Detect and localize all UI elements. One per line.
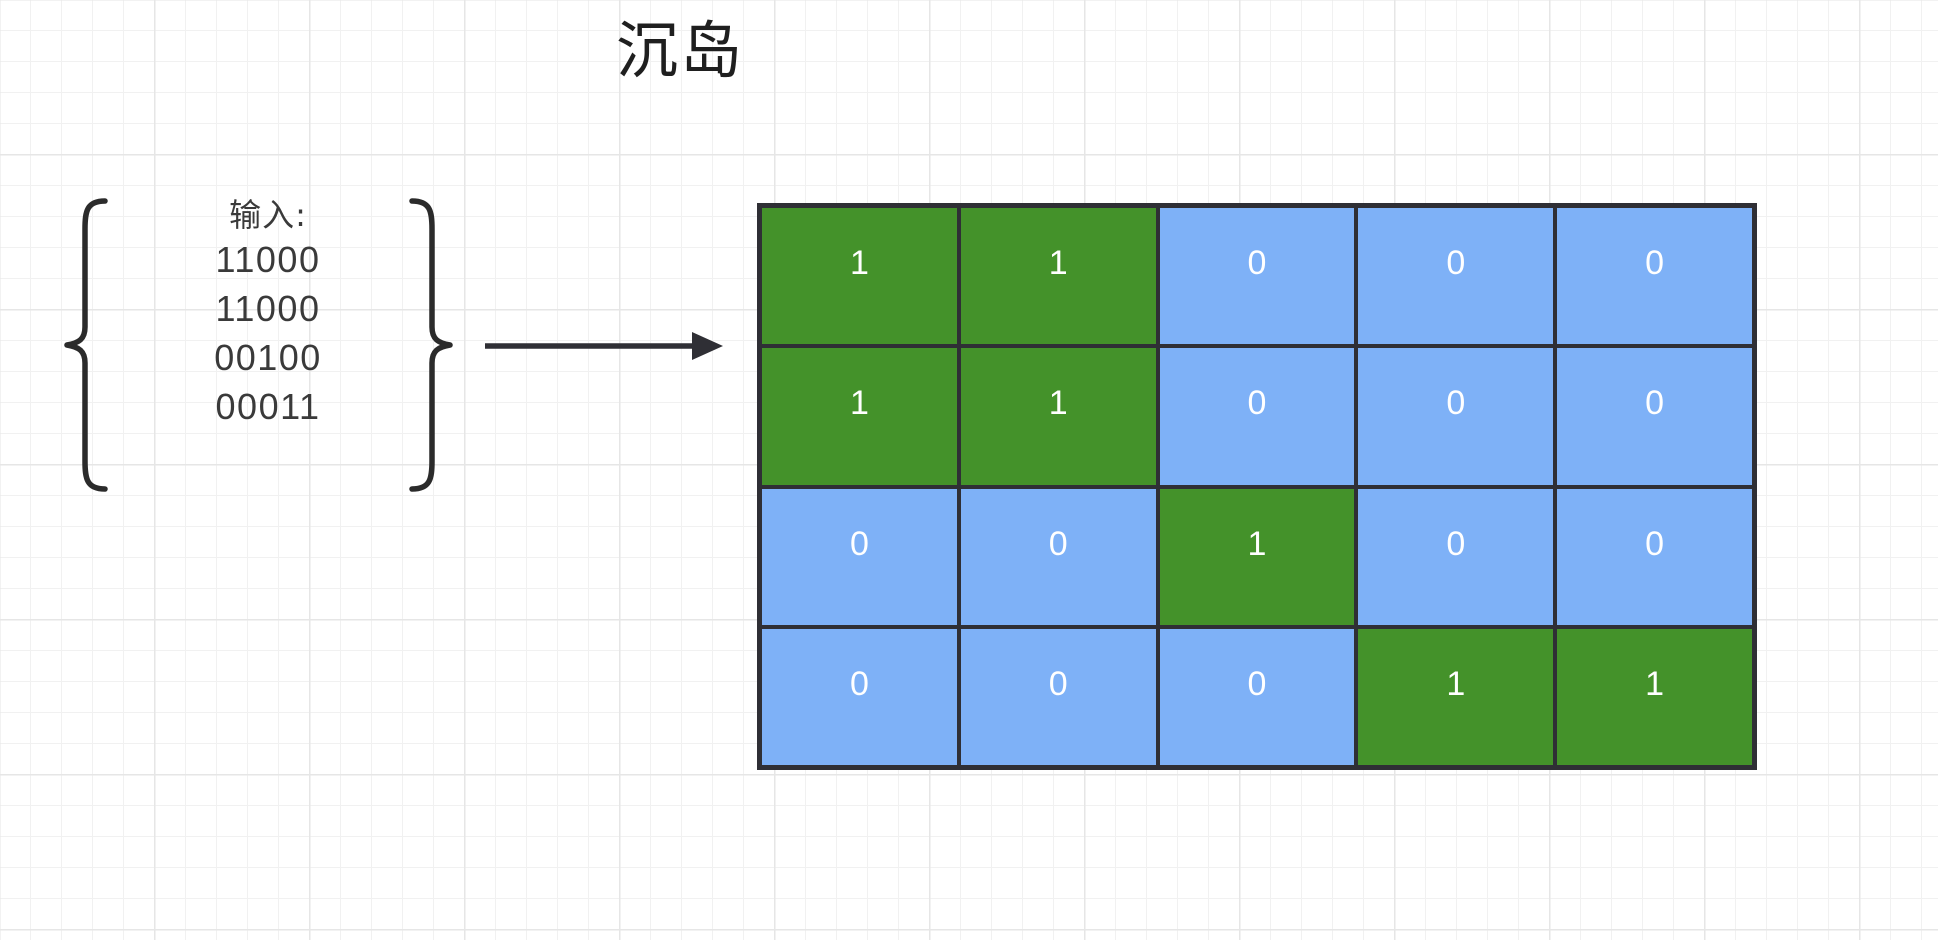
matrix-cell-r1-c2[interactable]: 0	[1159, 348, 1355, 485]
matrix-cell-r0-c2[interactable]: 0	[1159, 208, 1355, 345]
input-text-block: 输入: 11000 11000 00100 00011	[143, 195, 393, 431]
matrix-cell-r2-c0[interactable]: 0	[762, 488, 957, 625]
input-group: 输入: 11000 11000 00100 00011	[55, 195, 475, 495]
matrix-cell-r1-c1[interactable]: 1	[960, 348, 1156, 485]
matrix-cell-r2-c4[interactable]: 0	[1557, 488, 1752, 625]
matrix-cell-r2-c3[interactable]: 0	[1358, 488, 1554, 625]
matrix-cell-r1-c4[interactable]: 0	[1557, 348, 1752, 485]
matrix-cell-r0-c1[interactable]: 1	[960, 208, 1156, 345]
matrix-cell-r2-c1[interactable]: 0	[960, 488, 1156, 625]
left-curly-brace-icon	[57, 195, 117, 495]
input-label: 输入:	[229, 196, 307, 234]
right-curly-brace-icon	[400, 195, 460, 495]
matrix-cell-r3-c1[interactable]: 0	[960, 628, 1156, 765]
matrix-cell-r1-c0[interactable]: 1	[762, 348, 957, 485]
matrix-cell-r3-c2[interactable]: 0	[1159, 628, 1355, 765]
page-title: 沉岛	[615, 14, 744, 87]
input-row-2: 00100	[214, 337, 322, 378]
input-row-3: 00011	[215, 386, 321, 427]
matrix-cell-r3-c3[interactable]: 1	[1358, 628, 1554, 765]
matrix-cell-r0-c4[interactable]: 0	[1557, 208, 1752, 345]
matrix-cell-r1-c3[interactable]: 0	[1358, 348, 1554, 485]
transform-arrow-icon	[480, 325, 730, 367]
matrix-cell-r3-c0[interactable]: 0	[762, 628, 957, 765]
matrix-cell-r0-c0[interactable]: 1	[762, 208, 957, 345]
input-row-0: 11000	[215, 239, 321, 280]
matrix-cell-r2-c2[interactable]: 1	[1159, 488, 1355, 625]
matrix-cell-r3-c4[interactable]: 1	[1557, 628, 1752, 765]
input-row-1: 11000	[215, 288, 321, 329]
matrix-cell-r0-c3[interactable]: 0	[1358, 208, 1554, 345]
